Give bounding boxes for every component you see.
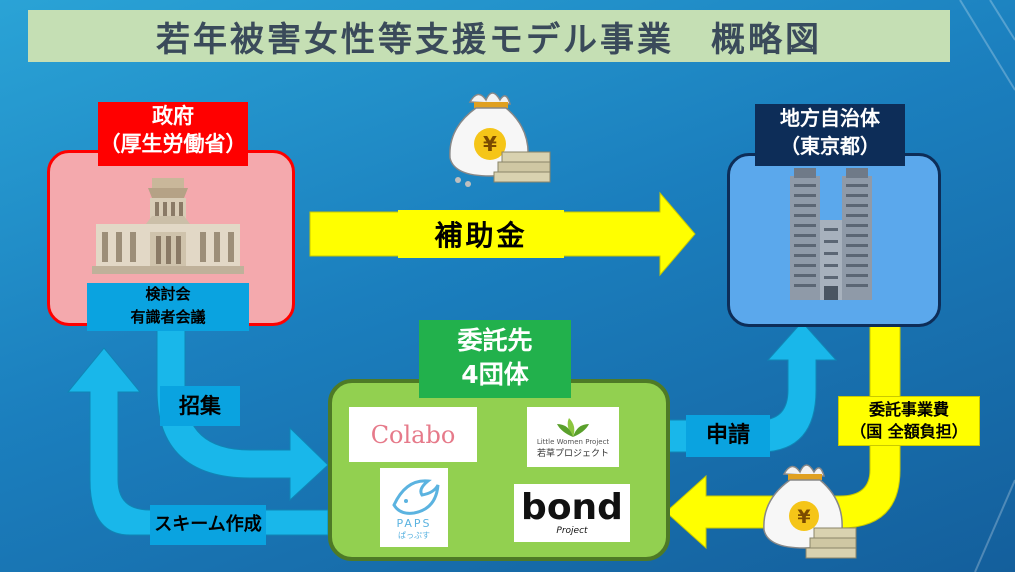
yen-symbol-bottom: ¥ bbox=[797, 506, 810, 528]
paps-logo: PAPS ぱっぷす bbox=[380, 468, 448, 547]
contractor-label-line2: 4団体 bbox=[461, 360, 529, 389]
page-title: 若年被害女性等支援モデル事業 概略図 bbox=[28, 10, 950, 62]
colabo-logo-text: Colabo bbox=[370, 420, 456, 449]
wakakusa-logo: Little Women Project 若草プロジェクト bbox=[527, 407, 619, 467]
bird-icon bbox=[392, 478, 440, 515]
parliament-building-icon bbox=[92, 178, 244, 274]
government-label-line1: 政府 bbox=[152, 104, 194, 128]
fee-label-line1: 委託事業費 bbox=[868, 400, 949, 419]
apply-label: 申請 bbox=[686, 415, 770, 457]
bond-main-text: bond bbox=[521, 487, 623, 528]
committee-label-line1: 検討会 bbox=[145, 285, 191, 303]
fee-label-line2: （国 全額負担） bbox=[850, 422, 968, 441]
convene-arrow bbox=[156, 324, 329, 502]
government-label: 政府 （厚生労働省） bbox=[98, 102, 248, 166]
bond-sub-text: Project bbox=[556, 526, 588, 536]
convene-label: 招集 bbox=[160, 386, 240, 426]
bill-stack-top bbox=[493, 151, 551, 183]
yen-symbol-top: ¥ bbox=[483, 132, 497, 156]
money-bag-icon-bottom: ¥ bbox=[763, 464, 857, 559]
colabo-logo: Colabo bbox=[349, 407, 477, 462]
committee-label-line2: 有識者会議 bbox=[130, 308, 206, 326]
paps-main-text: PAPS bbox=[396, 516, 432, 530]
subsidy-label-text: 補助金 bbox=[434, 219, 528, 252]
city-hall-building-icon bbox=[790, 168, 872, 300]
contractor-label-line1: 委託先 bbox=[457, 326, 533, 355]
paps-sub-text: ぱっぷす bbox=[398, 530, 430, 540]
government-label-line2: （厚生労働省） bbox=[99, 132, 247, 156]
wakakusa-jp-text: 若草プロジェクト bbox=[536, 448, 609, 459]
local-gov-label-line2: （東京都） bbox=[780, 134, 880, 158]
wakakusa-en-text: Little Women Project bbox=[536, 437, 610, 446]
subsidy-label: 補助金 bbox=[398, 210, 564, 258]
bill-stack-bottom bbox=[805, 527, 857, 559]
scheme-arrow bbox=[66, 347, 329, 536]
fee-label: 委託事業費 （国 全額負担） bbox=[838, 396, 980, 446]
bond-logo: bond Project bbox=[514, 484, 630, 542]
local-gov-label: 地方自治体 （東京都） bbox=[755, 104, 905, 166]
apply-arrow bbox=[663, 321, 838, 453]
scheme-label: スキーム作成 bbox=[150, 505, 266, 545]
money-bag-icon-top: ¥ bbox=[449, 92, 551, 187]
local-gov-label-line1: 地方自治体 bbox=[780, 106, 880, 130]
leaf-icon bbox=[557, 417, 589, 437]
committee-label: 検討会 有識者会議 bbox=[87, 283, 249, 331]
contractor-label: 委託先 4団体 bbox=[419, 320, 571, 398]
